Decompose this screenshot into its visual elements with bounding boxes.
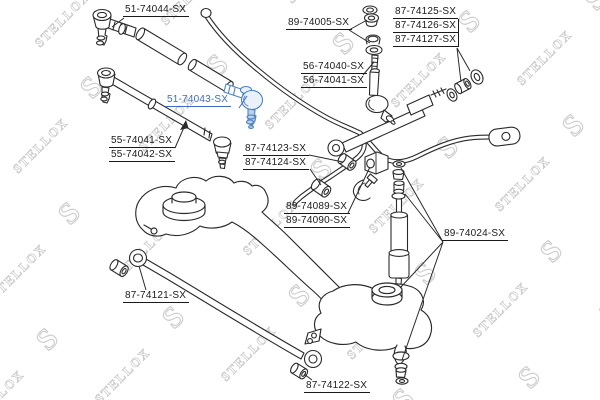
axle-housing [135, 175, 359, 325]
svg-text:STELLOX: STELLOX [596, 257, 600, 318]
link-arm [327, 87, 447, 157]
tie-rod-end-highlighted [223, 83, 264, 129]
bushing-clamp [352, 173, 378, 201]
label-55-74042[interactable]: 55-74042-SX [109, 149, 176, 162]
label-87-74123[interactable]: 87-74123-SX [243, 143, 310, 156]
svg-text:STELLOX: STELLOX [0, 367, 27, 400]
label-87-74122[interactable]: 87-74122-SX [304, 380, 371, 393]
label-87-74121[interactable]: 87-74121-SX [123, 290, 190, 303]
svg-text:STELLOX: STELLOX [218, 323, 279, 384]
svg-text:S: S [534, 234, 569, 269]
svg-text:S: S [52, 196, 87, 231]
label-87-74127[interactable]: 87-74127-SX [393, 33, 459, 47]
svg-text:STELLOX: STELLOX [284, 0, 345, 6]
lateral-rod [109, 248, 323, 380]
label-89-74024[interactable]: 89-74024-SX [442, 228, 509, 241]
svg-text:S: S [512, 360, 547, 395]
label-56-74041[interactable]: 56-74041-SX [301, 75, 368, 88]
svg-text:STELLOX: STELLOX [470, 279, 531, 340]
svg-text:STELLOX: STELLOX [92, 345, 153, 400]
label-51-74043-highlighted[interactable]: 51-74043-SX [165, 94, 232, 107]
label-89-74089[interactable]: 89-74089-SX [284, 201, 351, 214]
leader-lines [111, 17, 471, 381]
label-group-87-7412x: 87-74125-SX 87-74126-SX 87-74127-SX [393, 5, 459, 47]
svg-text:S: S [0, 0, 5, 1]
svg-text:STELLOX: STELLOX [492, 153, 553, 214]
bar-bushing-2 [310, 178, 332, 198]
svg-text:S: S [578, 0, 600, 17]
steering-knuckle [304, 282, 433, 385]
stabilizer-link [365, 54, 396, 125]
svg-text:STELLOX: STELLOX [32, 0, 93, 50]
label-87-74124[interactable]: 87-74124-SX [243, 157, 310, 170]
label-51-74044[interactable]: 51-74044-SX [123, 4, 190, 17]
label-89-74005[interactable]: 89-74005-SX [286, 17, 353, 30]
label-87-74125[interactable]: 87-74125-SX [393, 6, 458, 19]
svg-text:STELLOX: STELLOX [574, 383, 600, 400]
label-89-74090[interactable]: 89-74090-SX [284, 215, 351, 228]
stabilizer-bar [200, 7, 521, 206]
svg-text:S: S [156, 300, 191, 335]
svg-text:S: S [326, 26, 361, 61]
label-55-74041[interactable]: 55-74041-SX [109, 135, 176, 148]
svg-text:STELLOX: STELLOX [10, 115, 71, 176]
washer-set [446, 69, 484, 102]
svg-text:S: S [556, 108, 591, 143]
label-56-74040[interactable]: 56-74040-SX [301, 61, 368, 74]
svg-text:STELLOX: STELLOX [514, 27, 575, 88]
link-grommets [362, 5, 383, 56]
stabilizer-bushing-block [364, 151, 389, 175]
svg-text:S: S [30, 322, 65, 357]
label-87-74126[interactable]: 87-74126-SX [393, 19, 459, 33]
svg-text:STELLOX: STELLOX [0, 241, 49, 302]
tie-rod-end-upper [92, 8, 137, 46]
adjusting-sleeve-1 [135, 27, 188, 66]
